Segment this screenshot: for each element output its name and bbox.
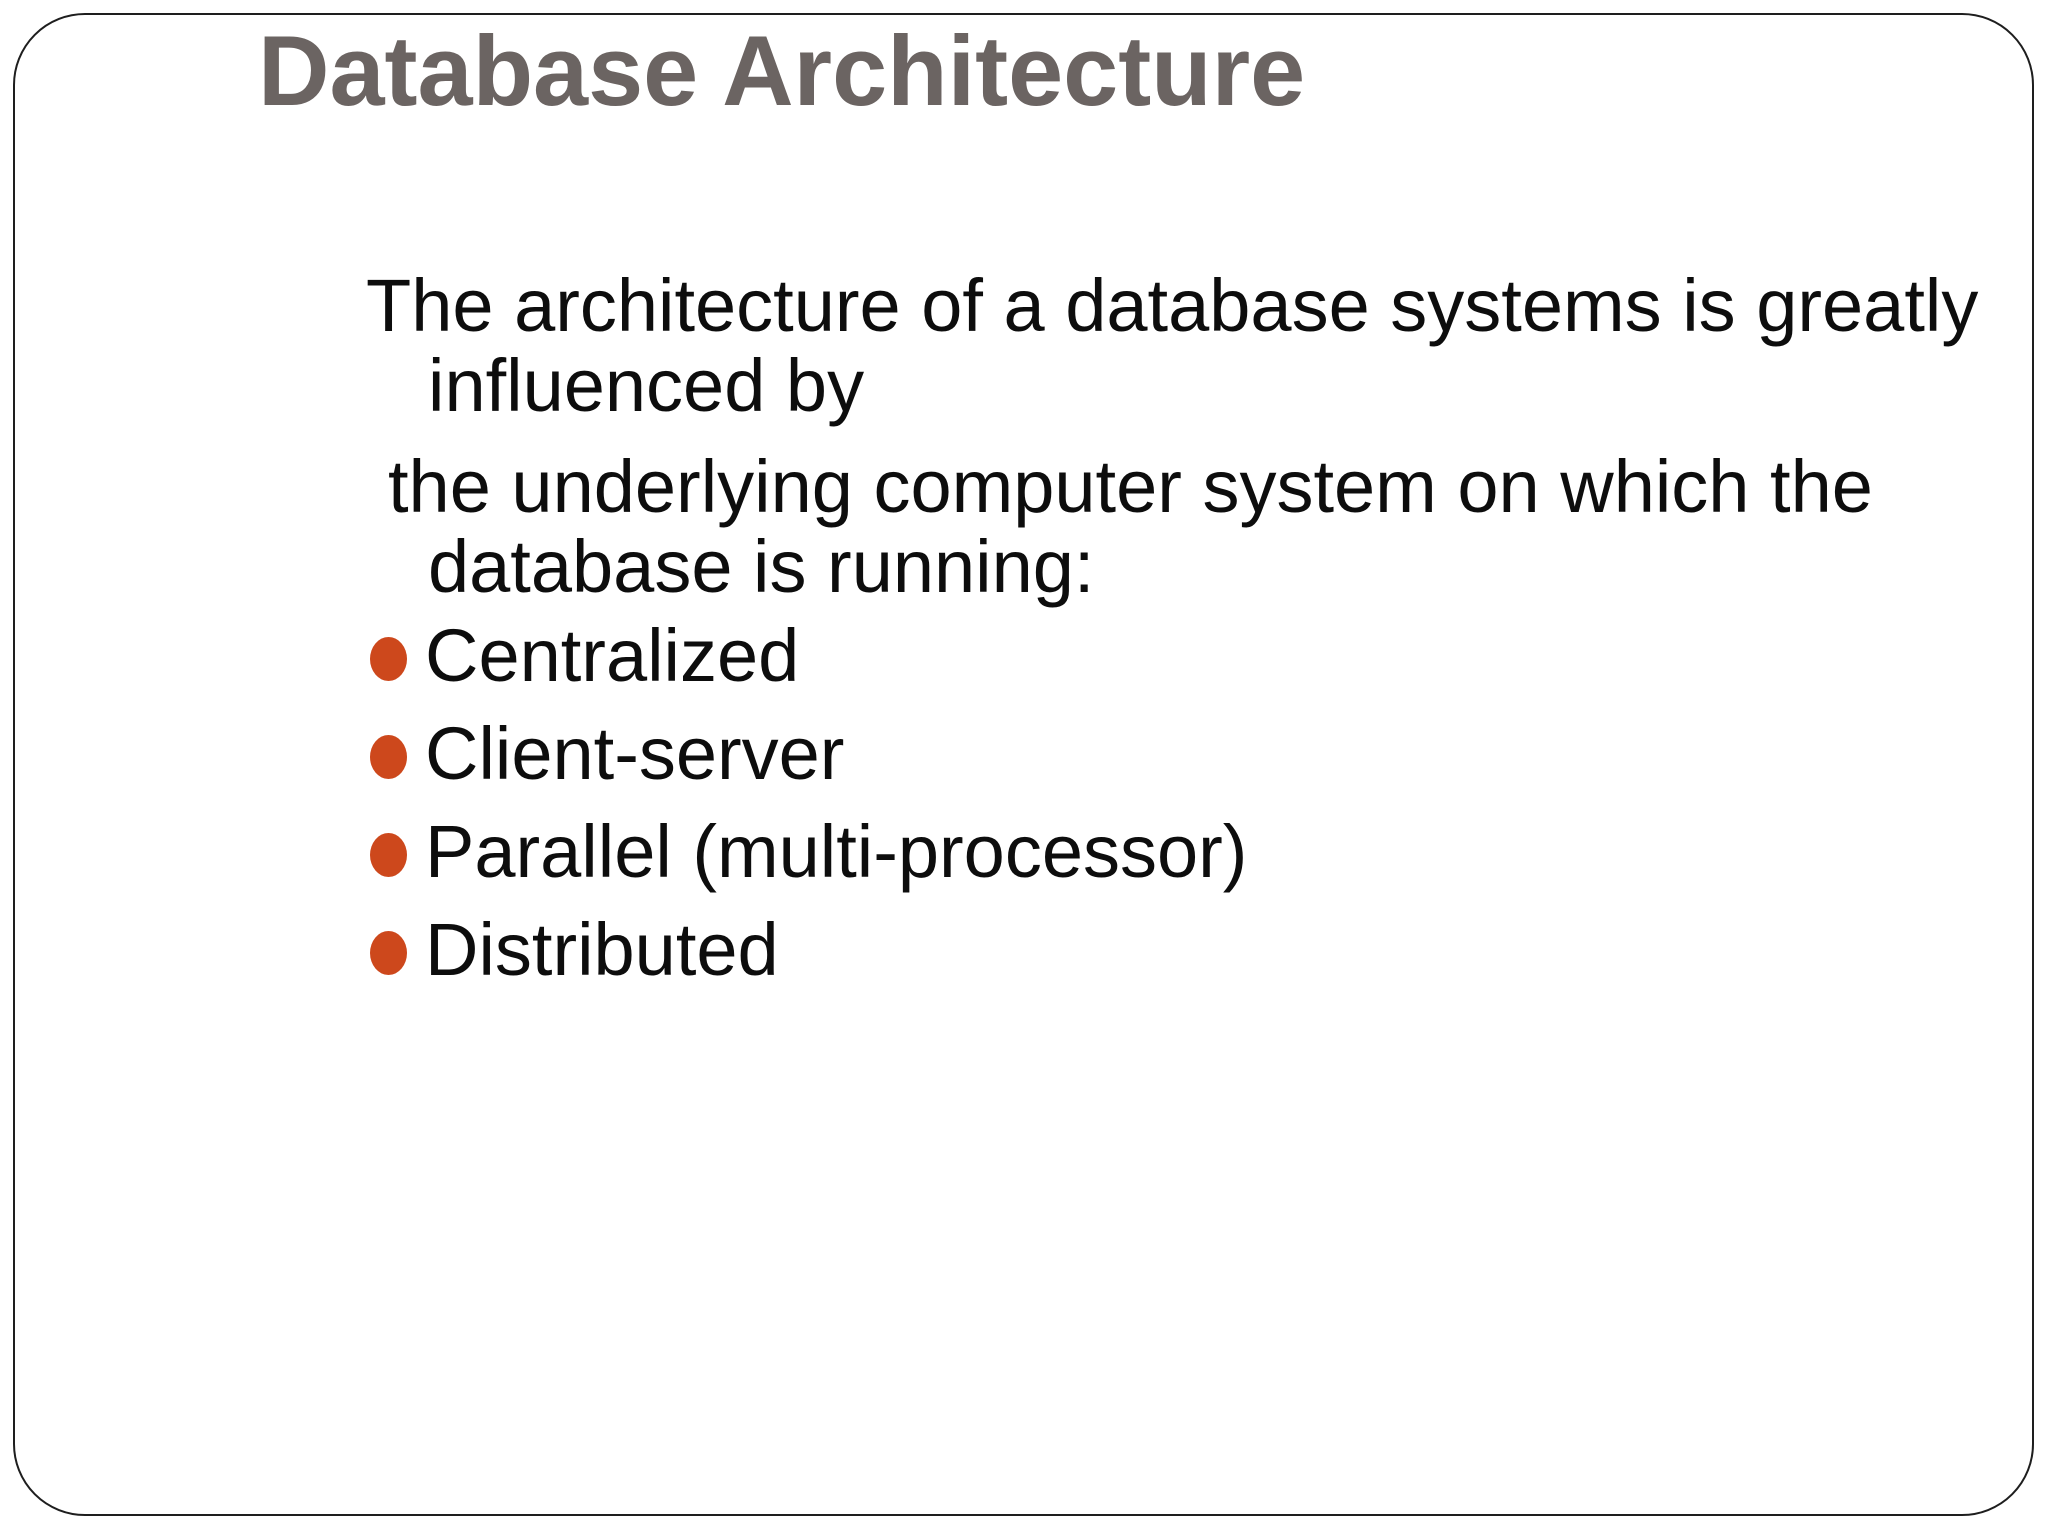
bullet-item: Distributed — [366, 910, 1978, 990]
bullet-label: Parallel (multi-processor) — [425, 810, 1248, 893]
bullet-item: Client-server — [366, 714, 1978, 794]
bullet-item: Parallel (multi-processor) — [366, 812, 1978, 892]
bullet-label: Client-server — [425, 712, 845, 795]
paragraph-line: the underlying computer system on which … — [388, 445, 1873, 528]
bullet-dot-icon — [370, 833, 407, 877]
bullet-list: Centralized Client-server Parallel (mult… — [366, 616, 1978, 990]
bullet-label: Distributed — [425, 908, 779, 991]
bullet-label: Centralized — [425, 614, 800, 697]
paragraph-line: database is running: — [428, 525, 1095, 608]
bullet-dot-icon — [370, 931, 407, 975]
paragraph-line: influenced by — [428, 344, 865, 427]
slide-title: Database Architecture — [258, 15, 1306, 126]
bullet-item: Centralized — [366, 616, 1978, 696]
paragraph: The architecture of a database systems i… — [366, 266, 1978, 426]
paragraph: the underlying computer system on which … — [366, 447, 1978, 607]
bullet-dot-icon — [370, 637, 407, 681]
bullet-dot-icon — [370, 735, 407, 779]
body-text-block: The architecture of a database systems i… — [366, 266, 1978, 1008]
slide-frame — [13, 13, 2034, 1516]
paragraph-line: The architecture of a database systems i… — [366, 264, 1979, 347]
